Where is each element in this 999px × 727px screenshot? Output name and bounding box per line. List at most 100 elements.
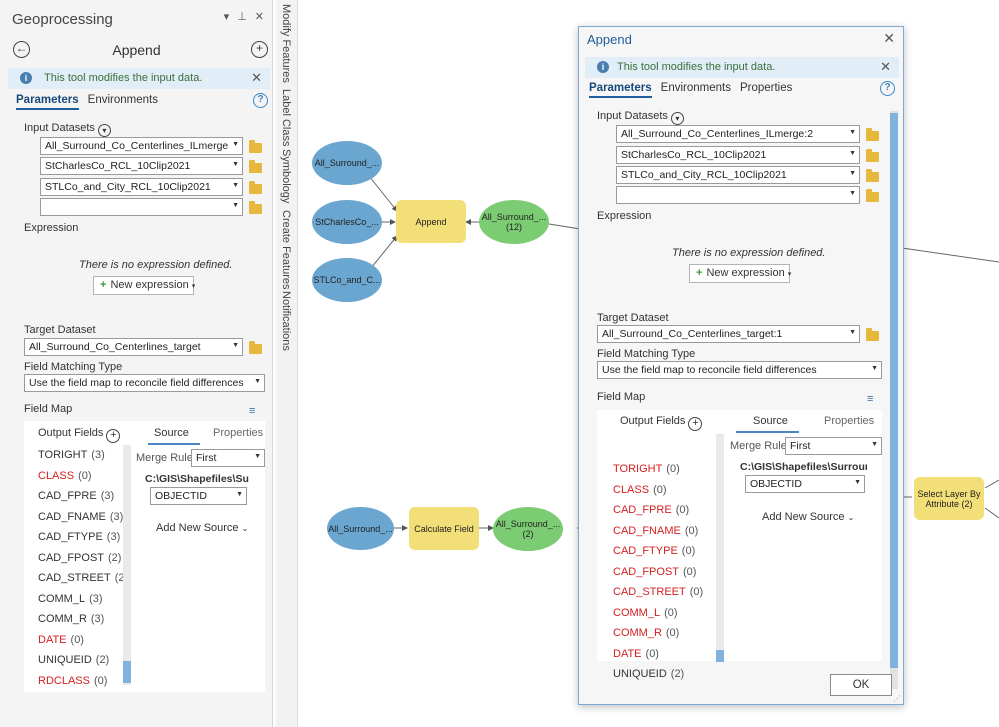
close-icon[interactable]: ✕ [254, 11, 264, 23]
folder-icon[interactable] [866, 128, 879, 141]
input-dataset-4[interactable]: ▼ [40, 198, 243, 216]
chevron-down-icon[interactable]: ▾ [670, 112, 684, 125]
output-field-row[interactable]: TORIGHT(3) [38, 449, 105, 461]
folder-icon[interactable] [249, 201, 262, 214]
dialog-scrollbar-thumb[interactable] [890, 113, 898, 668]
folder-icon[interactable] [249, 140, 262, 153]
output-field-row[interactable]: DATE(0) [38, 634, 84, 646]
input-dataset-3[interactable]: STLCo_and_City_RCL_10Clip2021▼ [616, 166, 860, 184]
output-field-row[interactable]: CAD_FNAME(0) [613, 525, 698, 537]
add-new-source-button[interactable]: Add New Source ⌄ [156, 522, 248, 534]
field-map-tool-icon[interactable]: ≡ [249, 405, 256, 417]
close-icon[interactable]: ✕ [883, 30, 895, 46]
tab-environments[interactable]: Environments [660, 82, 731, 94]
field-matching-select[interactable]: Use the field map to reconcile field dif… [597, 361, 882, 379]
add-new-source-button[interactable]: Add New Source ⌄ [762, 511, 854, 523]
model-node-append[interactable]: Append [396, 200, 466, 243]
folder-icon[interactable] [866, 149, 879, 162]
output-field-row[interactable]: CLASS(0) [613, 484, 667, 496]
dropdown-arrow-icon: ▼ [232, 202, 239, 209]
add-icon[interactable]: + [251, 41, 268, 58]
add-field-icon[interactable]: + [688, 417, 703, 431]
back-icon[interactable]: ← [13, 41, 30, 58]
input-dataset-1[interactable]: All_Surround_Co_Centerlines_ILmerge:2▼ [616, 125, 860, 143]
tab-properties[interactable]: Properties [213, 427, 264, 439]
folder-icon[interactable] [866, 169, 879, 182]
model-node-calc-output[interactable]: All_Surround_... (2) [493, 507, 563, 551]
output-field-row[interactable]: CAD_FPRE(3) [38, 490, 114, 502]
folder-icon[interactable] [249, 181, 262, 194]
output-field-row[interactable]: CAD_FPOST(2) [38, 552, 121, 564]
tab-source[interactable]: Source [154, 427, 189, 439]
close-icon[interactable]: ✕ [880, 59, 891, 74]
pin-icon[interactable]: ⊥ [237, 11, 247, 23]
output-field-row[interactable]: CAD_FPOST(0) [613, 566, 696, 578]
output-field-row[interactable]: COMM_L(0) [613, 607, 678, 619]
output-field-row[interactable]: TORIGHT(0) [613, 463, 680, 475]
folder-icon[interactable] [249, 341, 262, 354]
pane-menu-icon[interactable]: ▾ [223, 11, 230, 23]
side-tab-create-features[interactable]: Create Features [280, 210, 292, 290]
input-dataset-2[interactable]: StCharlesCo_RCL_10Clip2021▼ [40, 157, 243, 175]
output-field-row[interactable]: COMM_R(0) [613, 627, 679, 639]
chevron-down-icon[interactable]: ▾ [97, 124, 111, 137]
model-node-calculate-field[interactable]: Calculate Field [409, 507, 479, 550]
output-field-row[interactable]: CAD_FNAME(3) [38, 511, 123, 523]
resize-grip-icon[interactable]: ⋰ [893, 694, 901, 703]
tab-environments[interactable]: Environments [87, 94, 158, 106]
fields-scrollbar[interactable] [716, 434, 724, 662]
input-dataset-1[interactable]: All_Surround_Co_Centerlines_ILmerge▼ [40, 137, 243, 155]
tab-parameters[interactable]: Parameters [589, 82, 652, 98]
tab-properties[interactable]: Properties [739, 82, 793, 94]
target-dataset-select[interactable]: All_Surround_Co_Centerlines_target:1▼ [597, 325, 860, 343]
model-node-input-3[interactable]: STLCo_and_C... [312, 258, 382, 302]
tab-source[interactable]: Source [753, 415, 788, 427]
source-field-select[interactable]: OBJECTID▼ [745, 475, 865, 493]
side-tab-symbology[interactable]: Symbology [280, 149, 292, 204]
tab-properties[interactable]: Properties [824, 415, 875, 427]
output-field-row[interactable]: COMM_L(3) [38, 593, 103, 605]
source-field-select[interactable]: OBJECTID▼ [150, 487, 247, 505]
scrollbar-thumb[interactable] [123, 661, 131, 683]
model-node-select-layer[interactable]: Select Layer By Attribute (2) [914, 477, 984, 520]
ok-button[interactable]: OK [830, 674, 892, 696]
folder-icon[interactable] [866, 328, 879, 341]
model-node-input-1[interactable]: All_Surround_... [312, 141, 382, 185]
output-field-row[interactable]: CAD_FTYPE(0) [613, 545, 695, 557]
output-field-row[interactable]: CLASS(0) [38, 470, 92, 482]
new-expression-button[interactable]: +New expression ▾ [93, 276, 195, 295]
merge-rule-select[interactable]: First▼ [785, 437, 882, 455]
model-node-input-4[interactable]: All_Surround_... [327, 507, 394, 550]
model-node-append-output[interactable]: All_Surround_... (12) [479, 200, 549, 244]
side-tab-notifications[interactable]: Notifications [280, 291, 292, 351]
folder-icon[interactable] [249, 160, 262, 173]
field-matching-select[interactable]: Use the field map to reconcile field dif… [24, 374, 265, 392]
help-icon[interactable]: ? [880, 81, 895, 96]
tab-parameters[interactable]: Parameters [16, 94, 79, 110]
output-field-row[interactable]: CAD_STREET(2) [38, 572, 128, 584]
output-field-row[interactable]: CAD_FTYPE(3) [38, 531, 120, 543]
input-dataset-4[interactable]: ▼ [616, 186, 860, 204]
help-icon[interactable]: ? [253, 93, 268, 108]
side-tab-label-class[interactable]: Label Class [280, 89, 292, 147]
input-dataset-2[interactable]: StCharlesCo_RCL_10Clip2021▼ [616, 146, 860, 164]
side-tab-modify-features[interactable]: Modify Features [280, 4, 292, 83]
output-field-row[interactable]: CAD_STREET(0) [613, 586, 703, 598]
output-field-row[interactable]: UNIQUEID(2) [38, 654, 109, 666]
fields-scrollbar[interactable] [123, 445, 131, 685]
add-field-icon[interactable]: + [106, 429, 121, 443]
output-field-row[interactable]: UNIQUEID(2) [613, 668, 684, 680]
output-field-row[interactable]: COMM_R(3) [38, 613, 104, 625]
field-map-tool-icon[interactable]: ≡ [867, 393, 874, 405]
input-dataset-3[interactable]: STLCo_and_City_RCL_10Clip2021▼ [40, 178, 243, 196]
new-expression-button[interactable]: +New expression ▾ [689, 264, 791, 283]
output-field-row[interactable]: DATE(0) [613, 648, 659, 660]
close-icon[interactable]: ✕ [251, 70, 262, 85]
folder-icon[interactable] [866, 189, 879, 202]
scrollbar-thumb[interactable] [716, 650, 724, 662]
output-field-row[interactable]: CAD_FPRE(0) [613, 504, 689, 516]
merge-rule-select[interactable]: First▼ [191, 449, 265, 467]
output-field-row[interactable]: RDCLASS(0) [38, 675, 107, 687]
target-dataset-select[interactable]: All_Surround_Co_Centerlines_target▼ [24, 338, 243, 356]
model-node-input-2[interactable]: StCharlesCo_... [312, 200, 382, 244]
